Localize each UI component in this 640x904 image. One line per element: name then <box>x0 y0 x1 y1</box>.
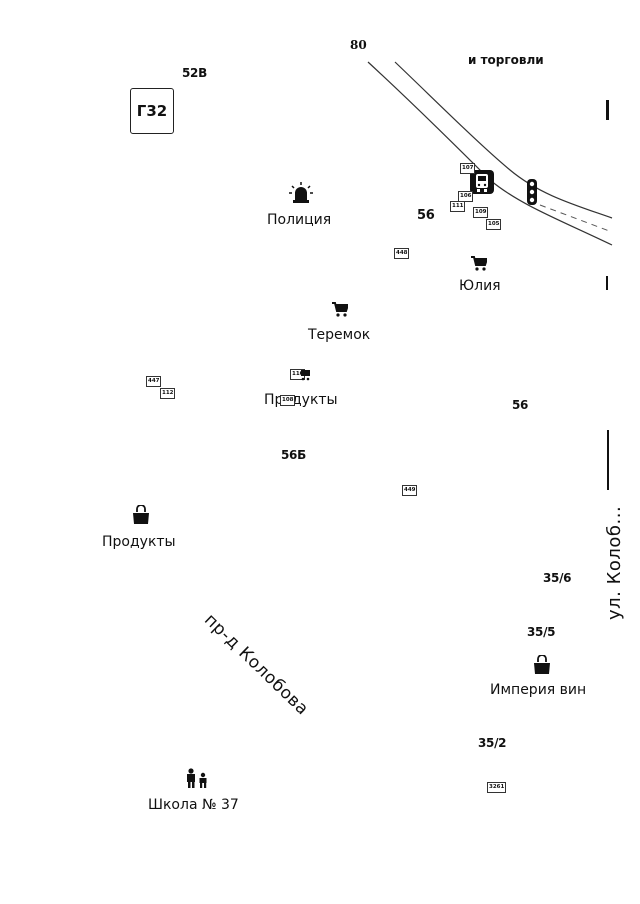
poi-school-label[interactable]: Школа № 37 <box>148 797 239 813</box>
top-street-fragment: и торговли <box>468 53 544 67</box>
right-edge-mark-1 <box>606 100 609 120</box>
house-box-448: 448 <box>394 248 410 259</box>
poi-yulia-label[interactable]: Юлия <box>459 278 501 294</box>
poi-produkty-center-label[interactable]: Продукты <box>264 392 338 408</box>
house-number-56-right: 56 <box>512 398 529 412</box>
children-icon <box>187 768 207 788</box>
poi-police-label[interactable]: Полиция <box>267 212 332 228</box>
house-box-449: 449 <box>402 485 418 496</box>
house-number-56b: 56Б <box>281 448 306 462</box>
road-edge-2 <box>394 61 613 219</box>
road-shield[interactable]: Г32 <box>130 88 174 134</box>
road-edge-1 <box>367 61 613 246</box>
traffic-light-icon <box>527 179 537 205</box>
house-box-106: 106 <box>458 191 474 202</box>
poi-produkty-left-label[interactable]: Продукты <box>102 534 176 550</box>
shopping-cart-icon <box>301 370 310 381</box>
house-number-35-2: 35/2 <box>478 736 507 750</box>
right-edge-mark-2 <box>606 276 608 290</box>
house-box-108: 108 <box>280 395 296 406</box>
house-number-56-top: 56 <box>417 208 435 223</box>
poi-imperiya-vin-label[interactable]: Империя вин <box>490 682 587 698</box>
top-number: 80 <box>350 38 367 52</box>
house-box-111: 111 <box>450 201 466 212</box>
right-edge-mark-3 <box>607 430 609 490</box>
shopping-cart-icon <box>332 302 348 317</box>
house-number-35-6: 35/6 <box>543 571 572 585</box>
shopping-cart-icon <box>471 256 487 271</box>
house-number-52v: 52В <box>182 66 207 80</box>
house-number-35-5: 35/5 <box>527 625 556 639</box>
road-dash <box>539 204 613 233</box>
street-label-kolobova-ul: ул. Колоб... <box>604 505 625 620</box>
shopping-bag-icon <box>534 655 550 674</box>
police-siren-icon <box>289 182 313 203</box>
house-box-107: 107 <box>460 163 476 174</box>
house-box-109: 109 <box>473 207 489 218</box>
house-box-3261: 3261 <box>487 782 507 793</box>
house-box-105: 105 <box>486 219 502 230</box>
house-box-447: 447 <box>146 376 162 387</box>
bus-stop-icon[interactable] <box>470 170 494 196</box>
house-box-112: 112 <box>160 388 176 399</box>
shopping-bag-icon <box>133 505 149 524</box>
poi-teremok-label[interactable]: Теремок <box>308 327 371 343</box>
